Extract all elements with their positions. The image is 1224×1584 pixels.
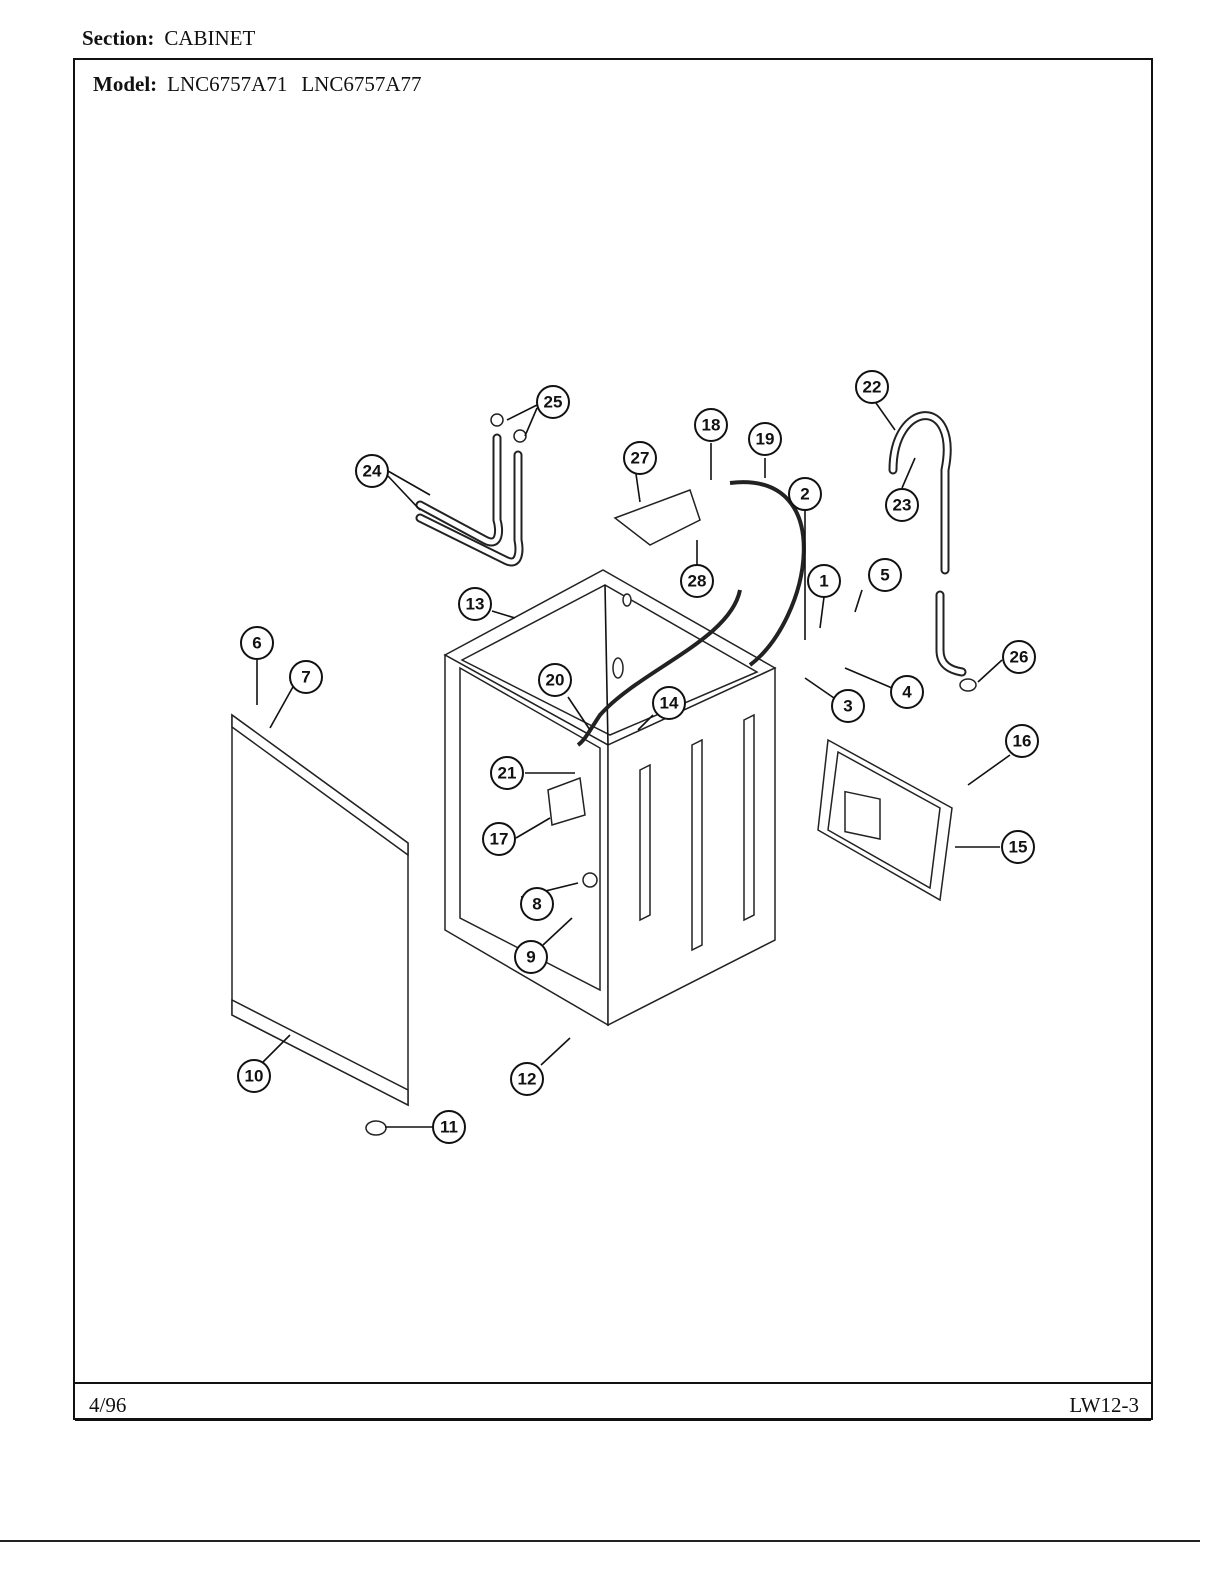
callout-28: 28	[680, 564, 714, 598]
callout-21: 21	[490, 756, 524, 790]
svg-text:18: 18	[702, 416, 721, 435]
section-value: CABINET	[164, 26, 256, 50]
callout-8: 8	[520, 887, 554, 921]
model-line: Model: LNC6757A71 LNC6757A77	[93, 72, 422, 97]
leveling-leg	[365, 1120, 387, 1136]
svg-text:27: 27	[631, 449, 650, 468]
inlet-hoses	[415, 413, 527, 567]
grommet	[582, 872, 598, 888]
svg-text:5: 5	[880, 566, 889, 585]
callout-20: 20	[538, 663, 572, 697]
callout-24: 24	[355, 454, 389, 488]
callout-4: 4	[890, 675, 924, 709]
callout-23: 23	[885, 488, 919, 522]
callout-12: 12	[510, 1062, 544, 1096]
callout-22: 22	[855, 370, 889, 404]
callout-1: 1	[807, 564, 841, 598]
svg-text:9: 9	[526, 948, 535, 967]
diagram-frame: Model: LNC6757A71 LNC6757A77 4/96 LW12-3	[73, 58, 1153, 1421]
svg-text:6: 6	[252, 634, 261, 653]
callout-14: 14	[652, 686, 686, 720]
section-label: Section:	[82, 26, 155, 50]
water-valve	[547, 776, 586, 826]
svg-text:25: 25	[544, 393, 563, 412]
model-label: Model:	[93, 72, 158, 96]
drain-hose	[888, 411, 977, 692]
callout-25: 25	[536, 385, 570, 419]
svg-text:1: 1	[819, 572, 828, 591]
callout-13: 13	[458, 587, 492, 621]
footer-rule-bottom	[75, 1418, 1151, 1421]
svg-text:21: 21	[498, 764, 517, 783]
filter-block	[844, 790, 881, 840]
footer-date: 4/96	[89, 1393, 127, 1417]
callout-7: 7	[289, 660, 323, 694]
svg-text:14: 14	[660, 694, 679, 713]
svg-text:16: 16	[1013, 732, 1032, 751]
svg-text:24: 24	[363, 462, 382, 481]
cord-bracket	[613, 489, 701, 546]
model-number-1: LNC6757A71	[167, 72, 288, 96]
svg-text:10: 10	[245, 1067, 264, 1086]
svg-text:7: 7	[301, 668, 310, 687]
callout-17: 17	[482, 822, 516, 856]
svg-text:12: 12	[518, 1070, 537, 1089]
svg-text:13: 13	[466, 595, 485, 614]
callout-9: 9	[514, 940, 548, 974]
callout-3: 3	[831, 689, 865, 723]
svg-text:4: 4	[902, 683, 912, 702]
footer-rule-top	[75, 1382, 1151, 1384]
svg-text:22: 22	[863, 378, 882, 397]
callout-16: 16	[1005, 724, 1039, 758]
callout-26: 26	[1002, 640, 1036, 674]
page-bottom-rule	[0, 1540, 1200, 1542]
svg-text:11: 11	[440, 1118, 458, 1137]
svg-text:23: 23	[893, 496, 912, 515]
svg-text:3: 3	[843, 697, 852, 716]
model-number-2: LNC6757A77	[301, 72, 422, 96]
svg-text:17: 17	[490, 830, 509, 849]
svg-text:8: 8	[532, 895, 541, 914]
internal-harness	[576, 589, 742, 747]
callout-19: 19	[748, 422, 782, 456]
callout-15: 15	[1001, 830, 1035, 864]
callout-2: 2	[788, 477, 822, 511]
callout-6: 6	[240, 626, 274, 660]
callout-5: 5	[868, 558, 902, 592]
leader-lines	[256, 402, 1011, 1128]
callout-11: 11	[432, 1110, 466, 1144]
callout-10: 10	[237, 1059, 271, 1093]
power-cord	[729, 480, 806, 667]
callout-27: 27	[623, 441, 657, 475]
svg-text:26: 26	[1010, 648, 1029, 667]
svg-text:20: 20	[546, 671, 565, 690]
front-panel	[231, 713, 409, 1107]
svg-text:15: 15	[1009, 838, 1028, 857]
section-header: Section: CABINET	[82, 26, 255, 51]
callout-18: 18	[694, 408, 728, 442]
svg-text:19: 19	[756, 430, 775, 449]
cabinet-body	[443, 569, 777, 1027]
footer-page-code: LW12-3	[1069, 1393, 1139, 1417]
svg-text:28: 28	[688, 572, 707, 591]
access-panel	[817, 738, 953, 902]
svg-text:2: 2	[800, 485, 809, 504]
